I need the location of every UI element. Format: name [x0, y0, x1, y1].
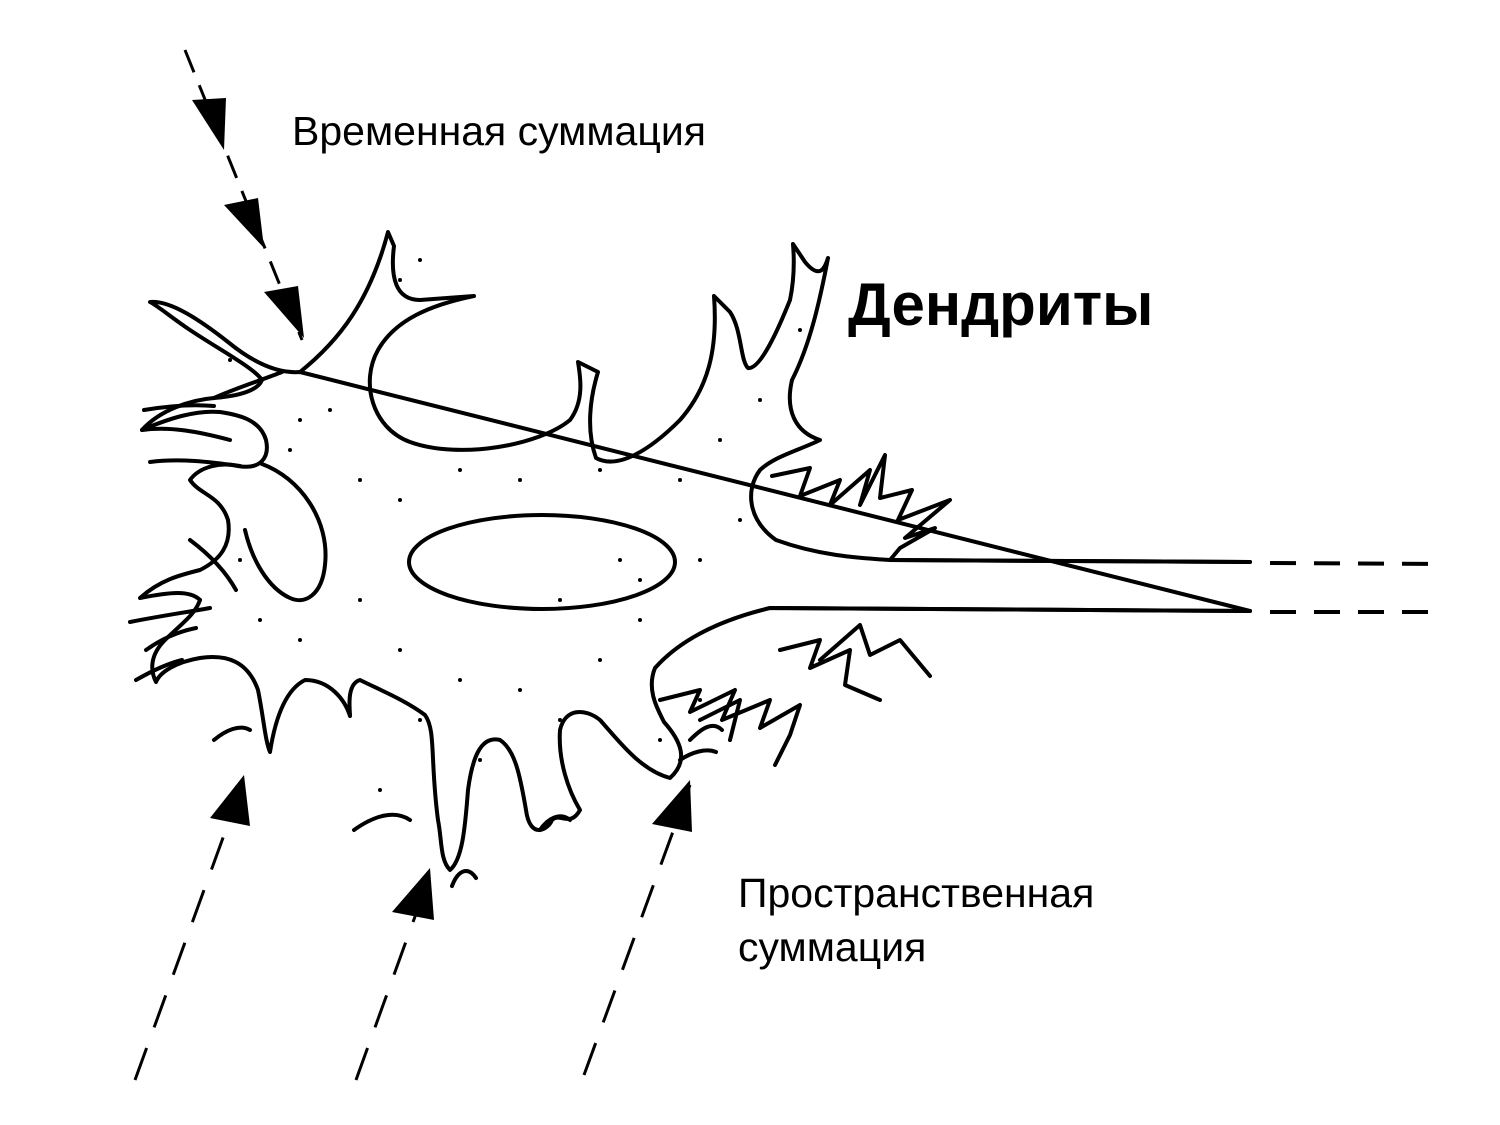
soma-outline [298, 230, 1252, 564]
spatial-arrow-path-3 [582, 784, 692, 1076]
spatial-arrowhead-3 [652, 780, 692, 832]
dendrite-upper-right-spikes [770, 453, 952, 562]
cytoplasm-stipple [198, 258, 802, 792]
dendrite-lower-fringe [212, 723, 724, 888]
dendrite-lower-left-fringe [128, 538, 238, 682]
dendrite-left-fringe [140, 403, 242, 468]
spatial-summation-label-line1: Пространственная [738, 870, 1095, 916]
spatial-arrowhead-1 [210, 775, 250, 826]
dendrite-lower-right-spikes [658, 623, 932, 767]
spatial-arrowhead-2 [392, 868, 434, 920]
dendrite-upper-left [212, 370, 284, 400]
axon-top [888, 558, 1252, 564]
dendrites-label: Дендриты [848, 271, 1154, 338]
spatial-summation-label-line2: суммация [738, 924, 927, 970]
temporal-arrowhead-1 [192, 98, 226, 150]
soma-outline-lower [138, 299, 1252, 872]
axon-bottom [768, 606, 1252, 613]
temporal-arrowhead-3 [264, 286, 304, 338]
nucleus [407, 513, 677, 611]
axon-top-dashed [1269, 561, 1446, 566]
dendrite-left-lobe [243, 462, 328, 603]
temporal-arrow-path [183, 49, 304, 341]
spatial-arrow-path-1 [133, 779, 246, 1081]
temporal-arrowhead-2 [224, 198, 264, 248]
temporal-summation-label: Временная суммация [292, 108, 706, 154]
spatial-summation-label: Пространственная суммация [738, 866, 1094, 974]
